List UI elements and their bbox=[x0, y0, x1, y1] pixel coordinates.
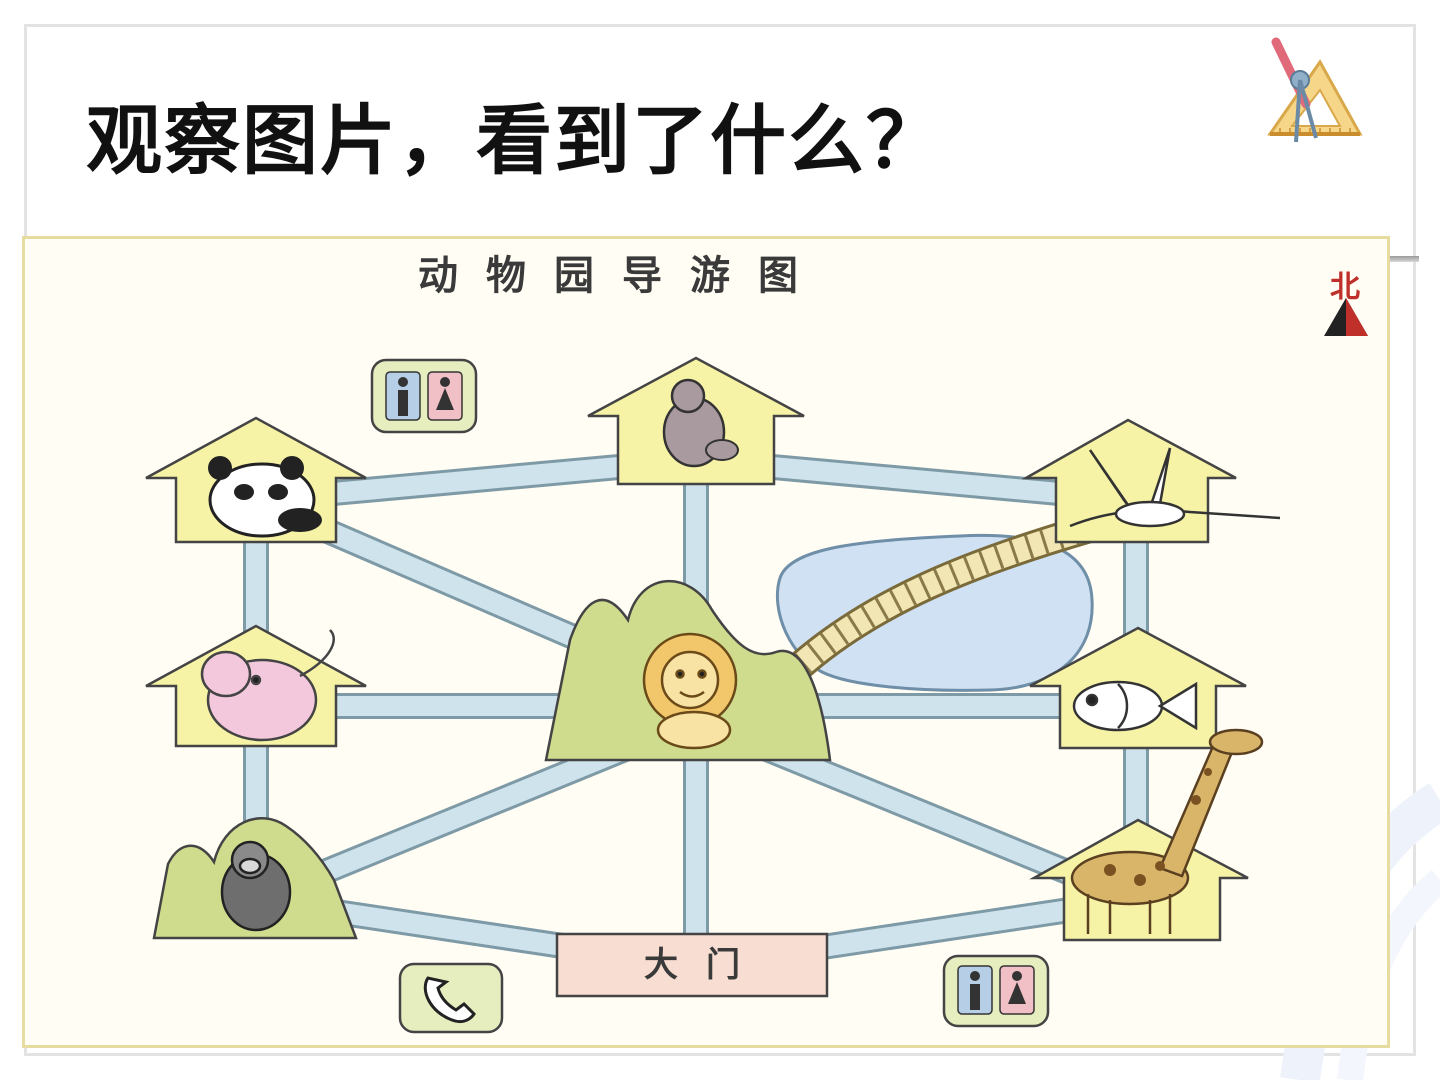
elephant-icon bbox=[200, 629, 335, 742]
restroom-icon bbox=[370, 358, 478, 434]
gate-label: 大门 bbox=[644, 945, 768, 985]
giraffe-icon bbox=[1070, 728, 1264, 934]
panda-icon bbox=[208, 456, 322, 538]
gorilla-hill bbox=[152, 817, 358, 940]
fish-icon bbox=[1072, 680, 1198, 732]
lion-hill bbox=[544, 579, 832, 762]
fish-house bbox=[1029, 626, 1247, 750]
giraffe-house bbox=[1029, 728, 1264, 942]
north-arrow-icon bbox=[1324, 298, 1368, 336]
restroom-icon bbox=[942, 954, 1050, 1028]
crane-house bbox=[1021, 418, 1281, 544]
panda-house bbox=[145, 416, 367, 544]
gorilla-icon bbox=[220, 840, 292, 932]
monkey-icon bbox=[662, 378, 739, 468]
lion-icon bbox=[642, 632, 738, 750]
slide-title: 观察图片，看到了什么？ bbox=[86, 96, 944, 185]
monkey-house bbox=[587, 356, 805, 486]
school-supplies-logo-icon bbox=[1267, 37, 1363, 143]
lake bbox=[775, 533, 1094, 692]
gate-box bbox=[555, 932, 829, 998]
zoo-map-title: 动物园导游图 bbox=[418, 252, 826, 299]
crane-icon bbox=[1069, 447, 1281, 528]
north-label: 北 bbox=[1330, 270, 1360, 305]
elephant-house bbox=[145, 624, 367, 748]
phone-icon bbox=[398, 962, 504, 1034]
bridge bbox=[775, 513, 1105, 690]
